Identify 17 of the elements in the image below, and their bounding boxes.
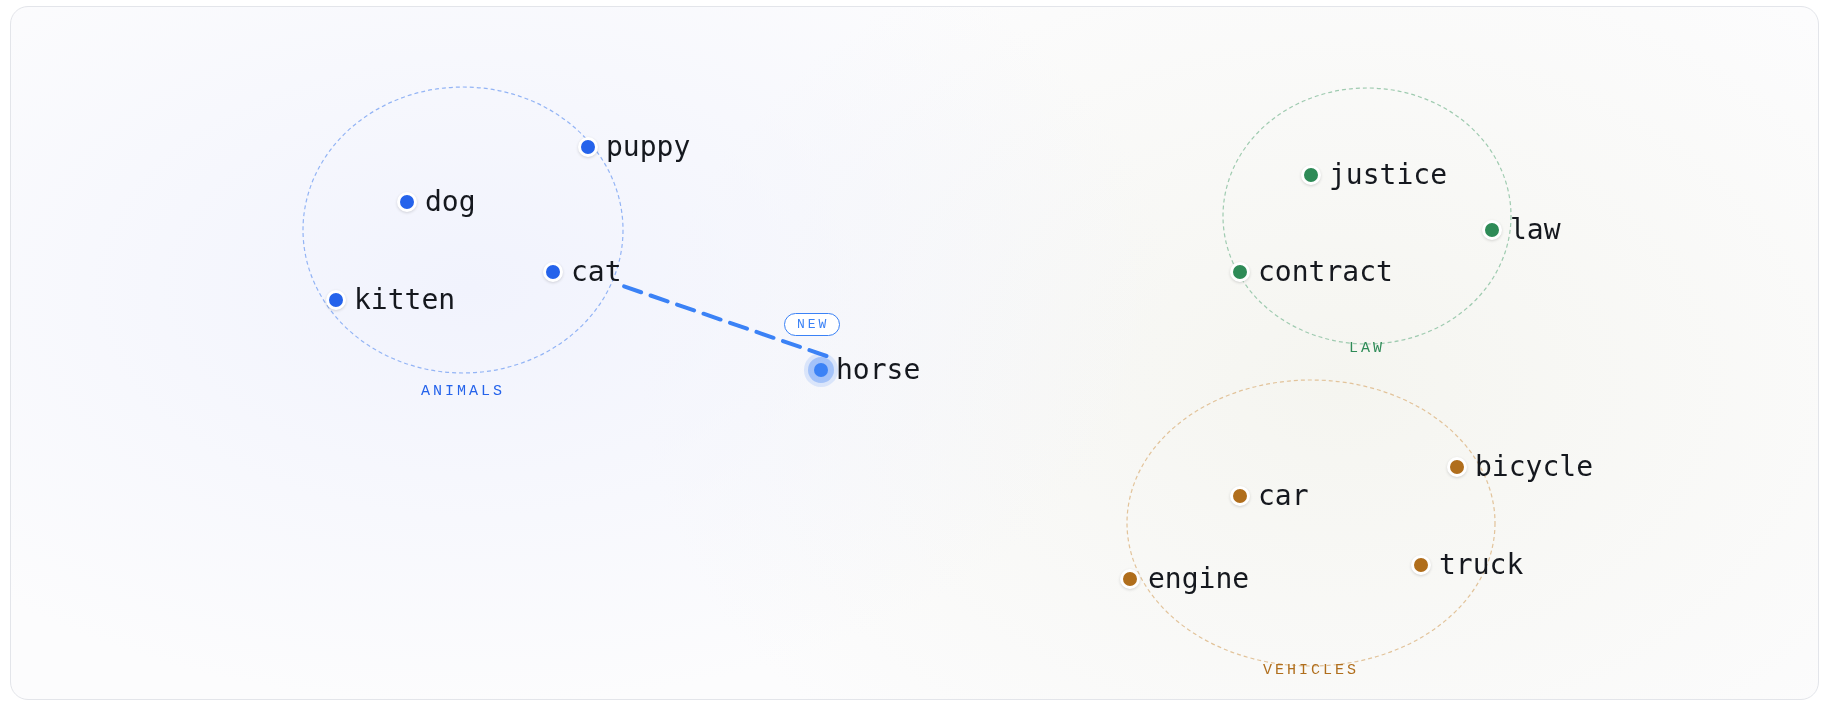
word-label: cat — [571, 258, 622, 286]
word-label: horse — [836, 356, 921, 384]
word-label: bicycle — [1475, 453, 1593, 481]
cluster-label: LAW — [1349, 340, 1385, 357]
new-badge: NEW — [784, 313, 841, 336]
dashed-connector — [619, 283, 829, 358]
cluster-label: ANIMALS — [421, 383, 505, 400]
word-label: contract — [1258, 258, 1393, 286]
word-label: law — [1510, 216, 1561, 244]
word-label: dog — [425, 188, 476, 216]
word-label: justice — [1329, 161, 1447, 189]
word-label: truck — [1439, 551, 1524, 579]
word-label: kitten — [354, 286, 456, 314]
cluster-label: VEHICLES — [1263, 662, 1359, 679]
word-label: puppy — [606, 133, 691, 161]
word-label: car — [1258, 482, 1309, 510]
word-label: engine — [1148, 565, 1250, 593]
